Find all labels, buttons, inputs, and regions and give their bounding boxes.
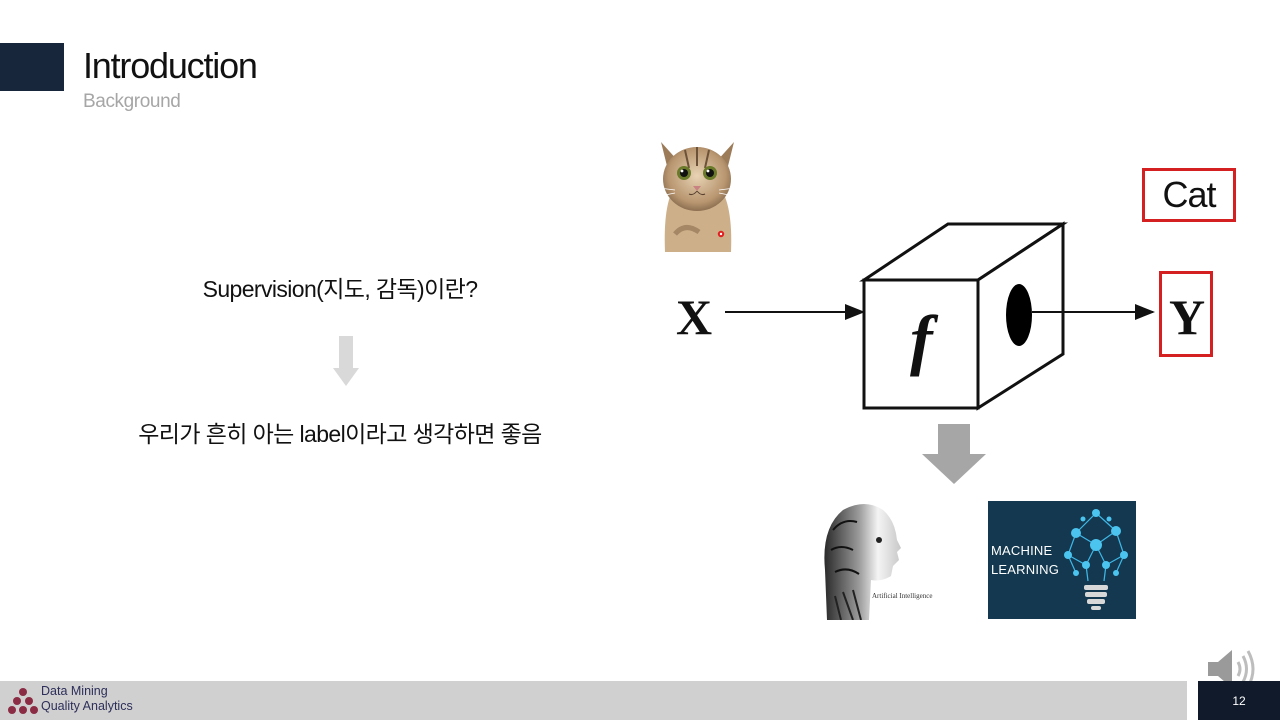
logo-line-1: Data Mining (41, 684, 133, 699)
question-text: Supervision(지도, 감독)이란? (0, 270, 680, 304)
page-subtitle: Background (83, 91, 180, 113)
lightbulb-network-icon (1056, 503, 1136, 615)
answer-text: 우리가 흔히 아는 label이라고 생각하면 좋음 (0, 415, 680, 449)
ai-robot-image (813, 500, 963, 620)
page-number: 12 (1198, 694, 1280, 708)
dmqa-logo-text: Data Mining Quality Analytics (41, 684, 133, 714)
output-label: Y (1169, 288, 1205, 346)
down-arrow-small-icon (333, 336, 361, 386)
down-arrow-large-icon (922, 424, 986, 484)
machine-learning-text: MACHINE LEARNING (991, 541, 1059, 579)
logo-line-2: Quality Analytics (41, 699, 133, 714)
input-label: X (676, 288, 712, 346)
function-diagram: f (720, 220, 1170, 415)
ai-caption: Artificial Intelligence (872, 592, 932, 600)
ml-line-2: LEARNING (991, 560, 1059, 579)
box-hole (1006, 284, 1032, 346)
output-value-text: Cat (1142, 174, 1236, 216)
title-accent-bar (0, 43, 64, 91)
ml-line-1: MACHINE (991, 541, 1059, 560)
footer-bar (0, 681, 1187, 720)
dmqa-logo-icon (8, 687, 38, 715)
page-title: Introduction (83, 44, 257, 88)
